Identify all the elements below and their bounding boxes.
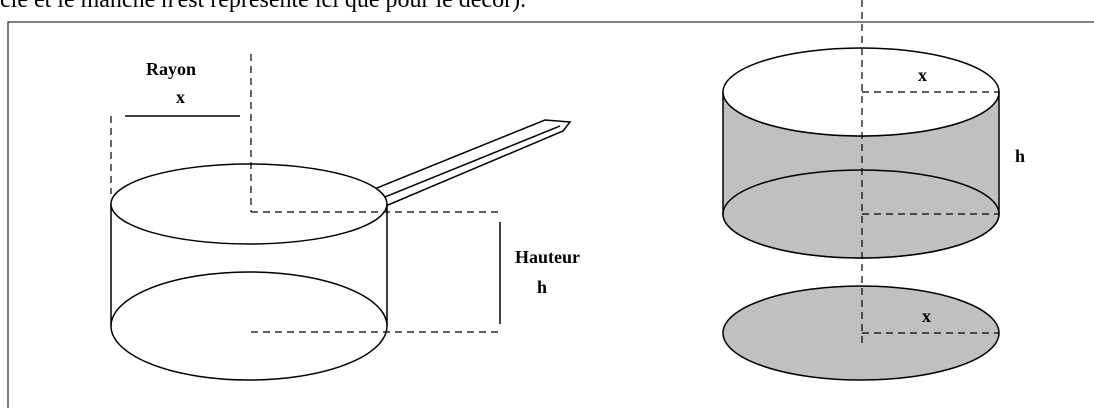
saucepan-radius-label-1: Rayon (146, 59, 196, 79)
caption-text: cle et le manche n'est représenté ici qu… (0, 0, 527, 13)
disc-radius-label: x (922, 306, 931, 326)
saucepan-radius-label-2: x (176, 87, 185, 107)
saucepan-handle-inner (379, 125, 561, 200)
cylinder-dimension-lines (861, 0, 999, 346)
saucepan-height-label-1: Hauteur (515, 247, 580, 267)
saucepan-top-ellipse (110, 163, 388, 245)
saucepan-solid-dimensions (125, 115, 501, 324)
cylinder-radius-label-top: x (918, 65, 927, 85)
saucepan-figure (110, 119, 572, 381)
base-disc (722, 285, 1000, 381)
saucepan-bottom-ellipse (110, 271, 388, 381)
cylinder-height-label: h (1015, 146, 1025, 166)
saucepan-dimension-lines (110, 54, 500, 333)
cylinder-bottom-face (722, 169, 1000, 259)
cylinder-figure (722, 47, 1000, 381)
frame-border (7, 21, 1094, 408)
saucepan-height-label-2: h (537, 277, 547, 297)
cylinder-top-face (722, 47, 1000, 137)
